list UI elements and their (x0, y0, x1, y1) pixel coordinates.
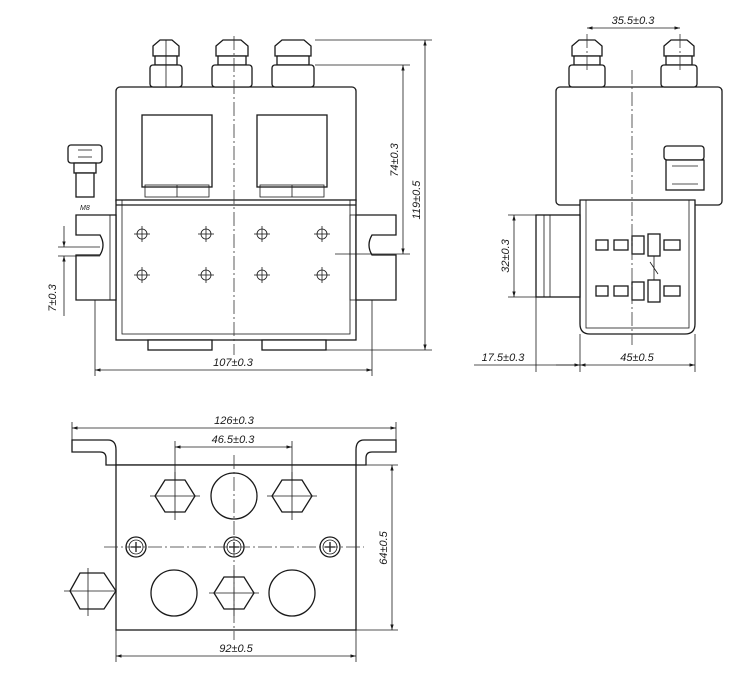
front-bracket-left (75, 214, 117, 301)
body-height-dimension: 74±0.3 (389, 142, 401, 176)
top-hex-terminal-left (150, 472, 200, 520)
top-round-terminal-bottom-right (268, 569, 316, 617)
top-hex-terminal-right (267, 472, 317, 520)
top-view: 126±0.3 46.5±0.3 64±0.5 92±0.5 (64, 415, 398, 662)
top-coil-terminal (64, 568, 117, 616)
body-width-dimension: 92±0.5 (219, 643, 253, 655)
depth-dimension: 64±0.5 (378, 530, 390, 564)
side-width-dimension: 45±0.5 (620, 352, 654, 364)
side-lower-body (579, 199, 696, 335)
front-view: M8 107±0.3 74±0.3 119±0.5 (47, 36, 432, 376)
overall-width-dimension: 126±0.3 (214, 415, 255, 427)
terminal-spacing-dimension: 35.5±0.3 (612, 15, 656, 27)
front-foot-right (261, 339, 327, 351)
bracket-height-dimension: 32±0.3 (500, 238, 512, 272)
terminal-size-label: M8 (80, 205, 90, 212)
front-foot-left (147, 339, 213, 351)
top-terminal-center (211, 39, 253, 88)
front-lower-body (115, 199, 357, 341)
center-spacing-dimension: 46.5±0.3 (212, 434, 256, 446)
top-terminal-left (149, 39, 183, 88)
mounting-hole-symbols (134, 226, 330, 283)
top-round-terminal-bottom-left (150, 569, 198, 617)
top-terminal-right (271, 39, 315, 88)
total-height-dimension: 119±0.5 (411, 180, 423, 220)
front-bracket-right (355, 214, 397, 301)
side-view: 35.5±0.3 32±0.3 17.5±0.3 45±0.5 (474, 15, 723, 372)
side-coil-terminal (663, 145, 705, 191)
quick-connect-tabs (595, 233, 681, 303)
front-width-dimension: 107±0.3 (213, 357, 254, 369)
side-bracket (535, 214, 581, 298)
coil-terminal (67, 144, 103, 198)
offset-dimension: 17.5±0.3 (482, 352, 526, 364)
side-terminal-right (660, 39, 698, 88)
slot-width-dimension: 7±0.3 (47, 283, 59, 311)
